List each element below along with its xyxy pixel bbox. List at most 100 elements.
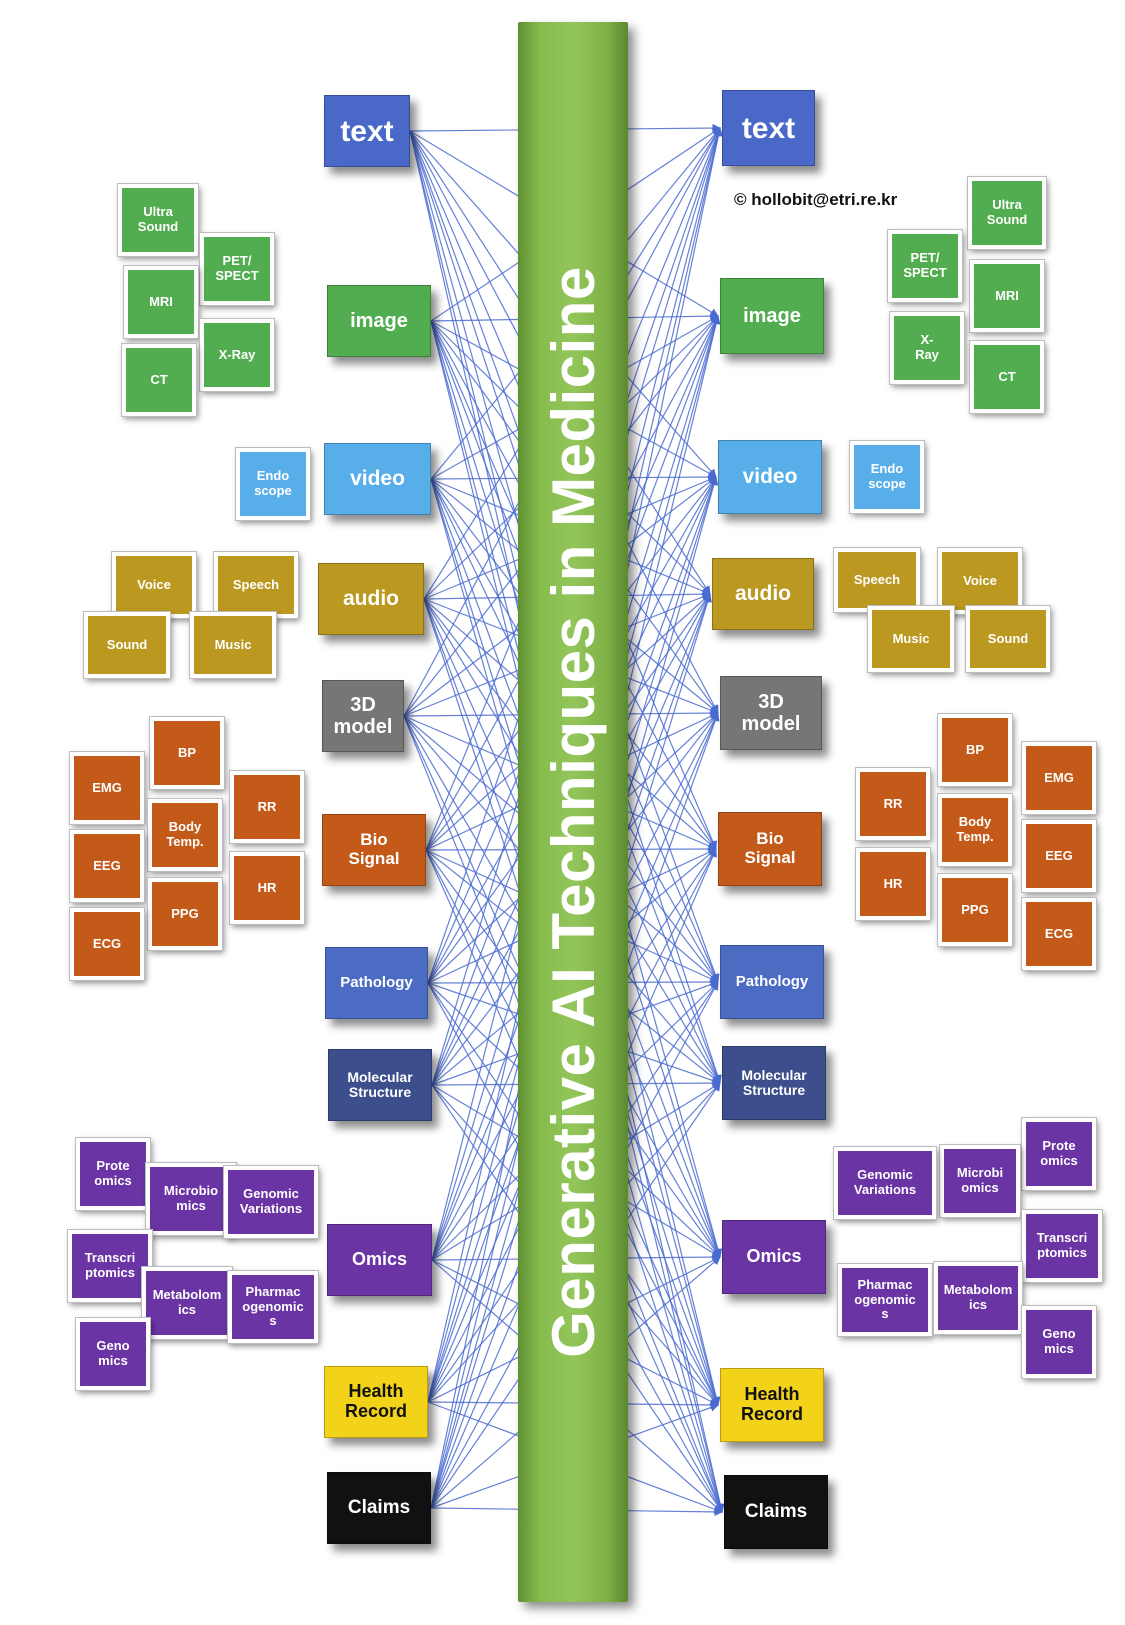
- modality-label: video: [742, 465, 798, 489]
- submodality-label: BP: [965, 741, 985, 757]
- modality-model3d-output: 3D model: [720, 676, 822, 750]
- modality-health-record-output: Health Record: [720, 1368, 824, 1442]
- submodality-emg: EMG: [69, 751, 145, 825]
- modality-label: text: [741, 111, 796, 145]
- modality-label: Claims: [744, 1500, 808, 1522]
- submodality-music: Music: [867, 605, 955, 673]
- submodality-genomics: Geno mics: [1021, 1305, 1097, 1379]
- submodality-xray-left: X-Ray: [199, 318, 275, 392]
- submodality-label: Body Temp.: [956, 814, 994, 844]
- submodality-label: Genomic Variations: [853, 1167, 917, 1197]
- submodality-body-temp: Body Temp.: [147, 798, 223, 872]
- submodality-rr: RR: [229, 770, 305, 844]
- copyright-notice: © hollobit@etri.re.kr: [734, 190, 898, 209]
- submodality-label: Voice: [137, 576, 171, 592]
- submodality-ct: CT: [969, 340, 1045, 414]
- modality-label: 3D model: [741, 691, 801, 735]
- submodality-label: Metabolom ics: [943, 1282, 1013, 1312]
- submodality-speech: Speech: [213, 551, 299, 619]
- submodality-label: MRI: [995, 287, 1019, 303]
- submodality-bp: BP: [149, 716, 225, 790]
- submodality-music: Music: [189, 611, 277, 679]
- submodality-label: Endo scope: [868, 461, 906, 491]
- modality-label: Pathology: [735, 972, 809, 990]
- submodality-ct: CT: [121, 343, 197, 417]
- submodality-eeg: EEG: [1021, 819, 1097, 893]
- submodality-mri: MRI: [123, 265, 199, 339]
- submodality-label: Music: [214, 636, 252, 652]
- submodality-label: X-Ray: [218, 346, 256, 362]
- submodality-label: EEG: [1045, 847, 1073, 863]
- modality-label: Molecular Structure: [347, 1068, 413, 1100]
- center-title-bar: Generative AI Techniques in Medicine: [518, 22, 628, 1602]
- submodality-label: HR: [257, 879, 277, 895]
- submodality-label: Microbi omics: [956, 1165, 1004, 1195]
- modality-label: Claims: [347, 1496, 411, 1518]
- submodality-label: Pharmac ogenomic s: [242, 1283, 304, 1329]
- modality-label: 3D model: [333, 694, 393, 738]
- submodality-emg: EMG: [1021, 741, 1097, 815]
- submodality-eeg: EEG: [69, 829, 145, 903]
- submodality-voice: Voice: [937, 547, 1023, 615]
- submodality-label: Ultra Sound: [986, 197, 1028, 227]
- submodality-hr: HR: [855, 847, 931, 921]
- modality-biosignal-input: Bio Signal: [322, 814, 426, 886]
- submodality-ppg: PPG: [937, 873, 1013, 947]
- submodality-label: EMG: [1044, 769, 1074, 785]
- submodality-label: Metabolom ics: [152, 1287, 222, 1317]
- modality-label: video: [350, 467, 405, 491]
- submodality-label: Prote omics: [1040, 1138, 1078, 1168]
- submodality-voice: Voice: [111, 551, 197, 619]
- submodality-endoscope: Endo scope: [849, 440, 925, 514]
- modality-label: audio: [343, 587, 399, 611]
- submodality-hr: HR: [229, 851, 305, 925]
- modality-biosignal-output: Bio Signal: [718, 812, 822, 886]
- modality-image-output: image: [720, 278, 824, 354]
- submodality-label: HR: [883, 875, 903, 891]
- submodality-genomic-variations: Genomic Variations: [223, 1165, 319, 1239]
- modality-molecular-output: Molecular Structure: [722, 1046, 826, 1120]
- modality-label: image: [743, 305, 801, 327]
- submodality-label: Geno mics: [96, 1338, 130, 1368]
- modality-omics-input: Omics: [327, 1224, 432, 1296]
- modality-label: image: [350, 310, 408, 332]
- modality-pathology-input: Pathology: [325, 947, 428, 1019]
- submodality-label: RR: [883, 795, 903, 811]
- submodality-ppg: PPG: [147, 877, 223, 951]
- modality-label: Molecular Structure: [741, 1066, 807, 1098]
- submodality-endoscope: Endo scope: [235, 447, 311, 521]
- modality-video-input: video: [324, 443, 431, 515]
- modality-video-output: video: [718, 440, 822, 514]
- submodality-genomic-variations: Genomic Variations: [833, 1146, 937, 1220]
- submodality-sound: Sound: [83, 611, 171, 679]
- modality-audio-input: audio: [318, 563, 424, 635]
- modality-label: Pathology: [340, 973, 413, 991]
- submodality-pharmacogenomics: Pharmac ogenomic s: [837, 1263, 933, 1337]
- submodality-pet-spect: PET/ SPECT: [887, 229, 963, 303]
- submodality-label: PPG: [961, 901, 989, 917]
- modality-label: Omics: [746, 1246, 802, 1267]
- submodality-sound: Sound: [965, 605, 1051, 673]
- submodality-label: X- Ray: [915, 332, 939, 362]
- submodality-label: Speech: [232, 576, 280, 592]
- modality-health-record-input: Health Record: [324, 1366, 428, 1438]
- submodality-rr: RR: [855, 767, 931, 841]
- submodality-body-temp: Body Temp.: [937, 793, 1013, 867]
- submodality-label: PPG: [171, 905, 199, 921]
- submodality-ecg: ECG: [69, 907, 145, 981]
- submodality-mri: MRI: [969, 259, 1045, 333]
- modality-text-input: text: [324, 95, 410, 167]
- submodality-label: Transcri ptomics: [84, 1250, 136, 1280]
- submodality-label: Genomic Variations: [239, 1186, 303, 1216]
- submodality-label: ECG: [92, 935, 122, 951]
- submodality-transcriptomics: Transcri ptomics: [1021, 1209, 1103, 1283]
- submodality-bp: BP: [937, 713, 1013, 787]
- submodality-ultrasound: Ultra Sound: [967, 176, 1047, 250]
- submodality-proteomics: Prote omics: [1021, 1117, 1097, 1191]
- submodality-label: Music: [892, 630, 930, 646]
- submodality-label: RR: [257, 798, 277, 814]
- modality-claims-output: Claims: [724, 1475, 828, 1549]
- submodality-label: Transcri ptomics: [1036, 1230, 1088, 1260]
- modality-label: Bio Signal: [744, 829, 796, 867]
- submodality-proteomics: Prote omics: [75, 1137, 151, 1211]
